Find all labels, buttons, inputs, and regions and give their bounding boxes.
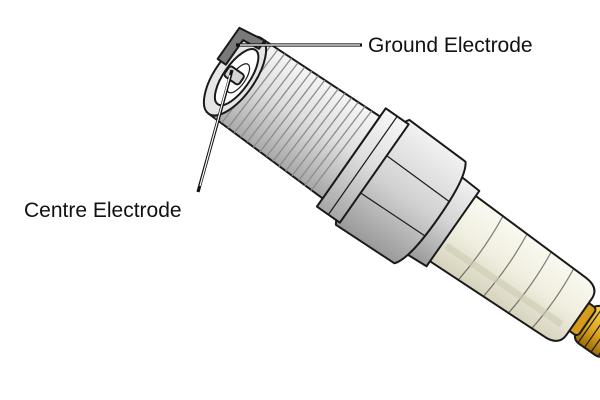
ground-electrode	[216, 26, 266, 66]
ground-electrode-label: Ground Electrode	[368, 34, 533, 57]
ground-electrode-callout: Ground Electrode	[236, 34, 533, 57]
insulator	[425, 192, 596, 342]
centre-electrode-label: Centre Electrode	[24, 199, 182, 222]
centre-electrode-callout: Centre Electrode	[24, 69, 234, 222]
spark-plug	[202, 26, 600, 358]
